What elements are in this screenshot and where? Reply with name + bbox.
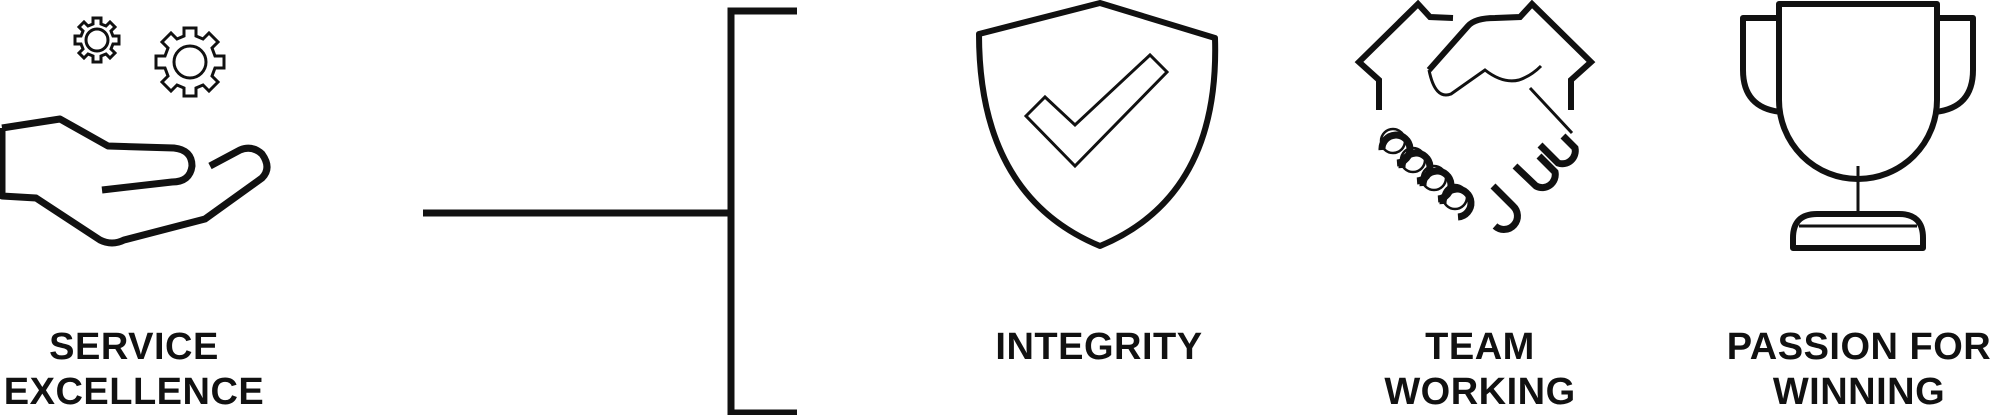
label-line: INTEGRITY <box>995 326 1203 368</box>
label-passion-for-winning: PASSION FOR WINNING <box>1727 325 1992 415</box>
label-line: SERVICE <box>49 326 219 368</box>
handshake-icon <box>1354 0 1596 233</box>
hand-with-gears-icon <box>0 16 271 247</box>
label-line: WINNING <box>1772 371 1946 413</box>
label-line: EXCELLENCE <box>3 371 265 413</box>
label-line: PASSION FOR <box>1726 326 1992 368</box>
shield-check-icon <box>976 0 1219 249</box>
label-service-excellence: SERVICE EXCELLENCE <box>4 325 264 415</box>
label-team-working: TEAM WORKING <box>1384 325 1575 415</box>
trophy-icon <box>1740 1 1976 251</box>
label-line: TEAM <box>1425 326 1535 368</box>
label-line: WORKING <box>1384 371 1576 413</box>
label-integrity: INTEGRITY <box>995 325 1202 370</box>
